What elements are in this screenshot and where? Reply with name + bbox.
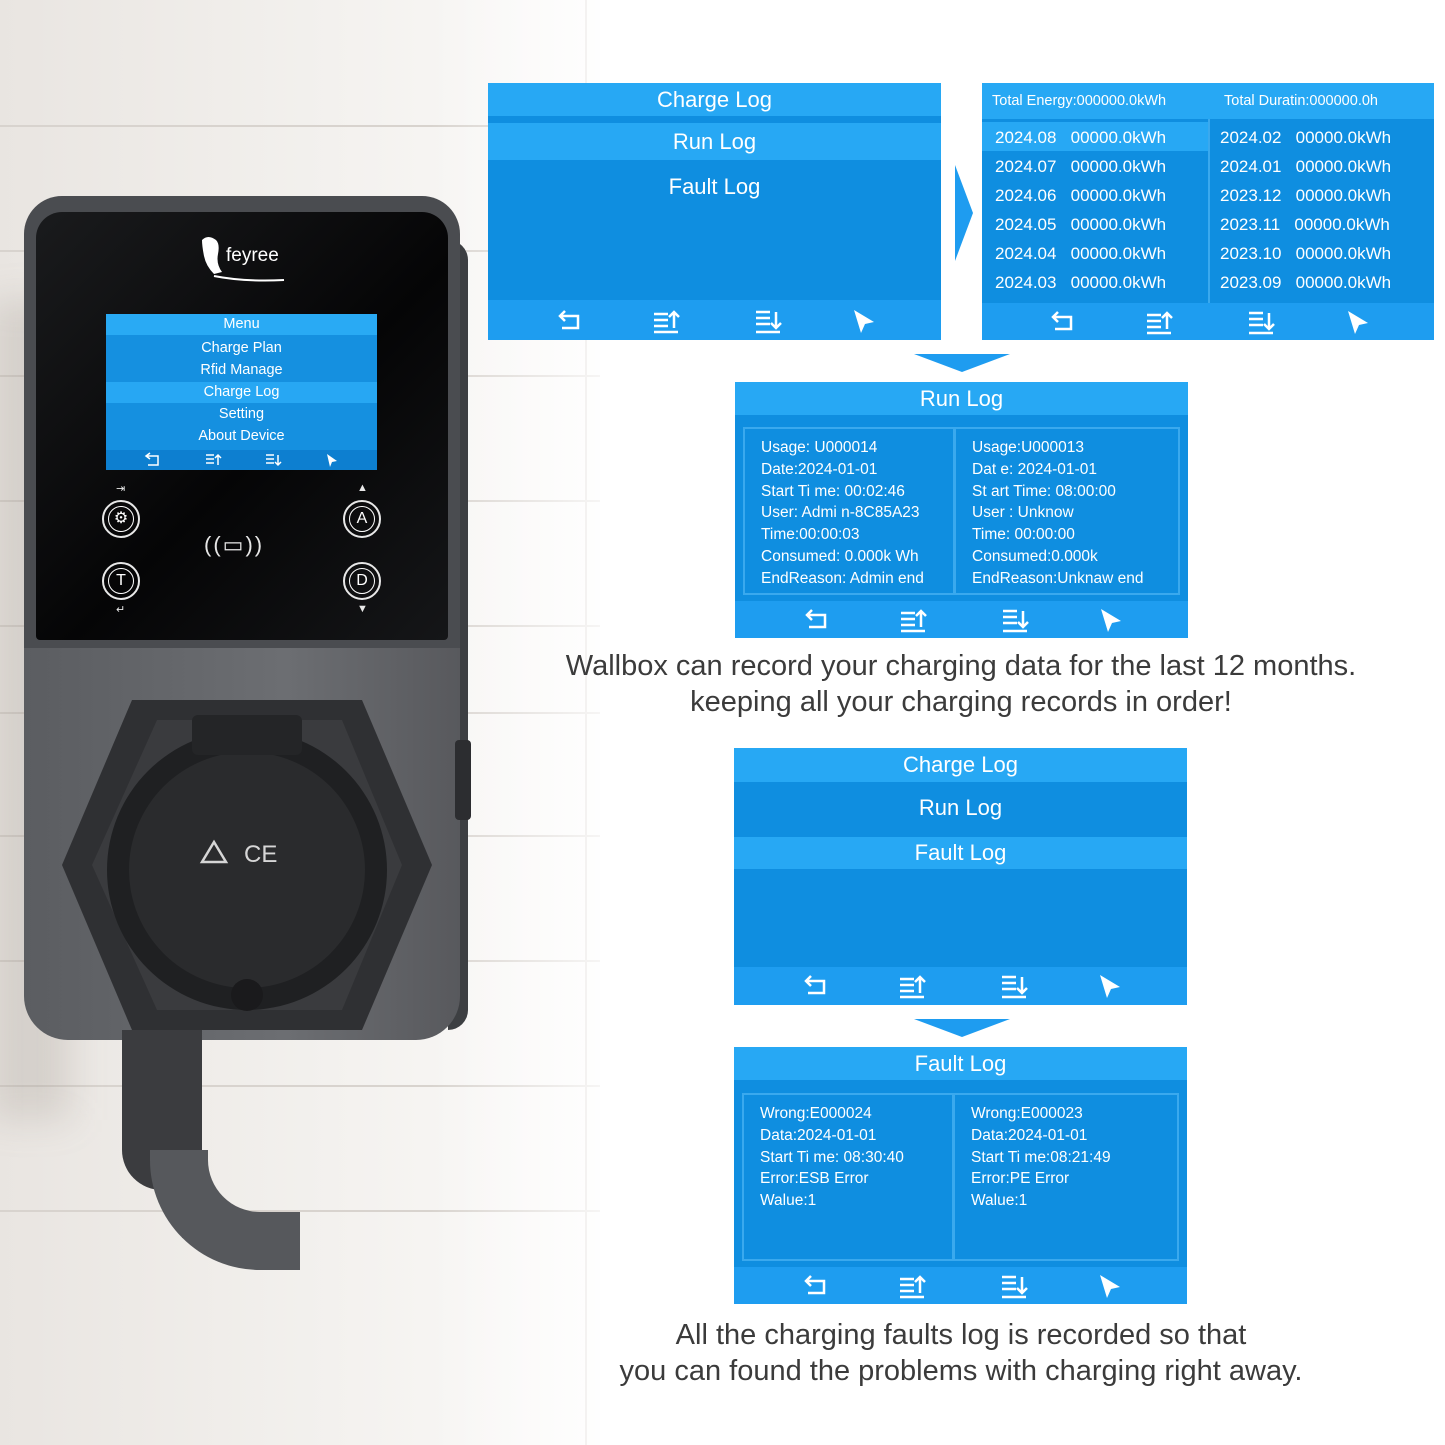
tile-line <box>0 1210 600 1212</box>
fault-log-title: Fault Log <box>734 1047 1187 1080</box>
exit-icon: ⇥ <box>116 483 126 495</box>
panel-footer-bar <box>734 967 1187 1005</box>
lcd-footer <box>106 450 377 470</box>
lcd-menu-item-selected[interactable]: Charge Log <box>106 382 377 403</box>
back-icon[interactable] <box>554 308 584 334</box>
rfid-card-icon: ((▭)) <box>204 532 265 557</box>
run-log-title: Run Log <box>735 382 1188 415</box>
back-icon[interactable] <box>1047 309 1077 335</box>
charge-log-header: Total Energy:000000.0kWh Total Duratin:0… <box>982 83 1434 119</box>
fault-log-entry-right[interactable]: Wrong:E000023 Data:2024-01-01 Start Ti m… <box>953 1093 1179 1261</box>
menu-item-run-log-selected[interactable]: Run Log <box>488 123 941 160</box>
charge-row[interactable]: 2024.03 00000.0kWh <box>995 273 1167 292</box>
charge-row[interactable]: 2023.12 00000.0kWh <box>1220 186 1392 205</box>
menu-item-fault-log[interactable]: Fault Log <box>668 174 761 199</box>
fault-log-entry-left[interactable]: Wrong:E000024 Data:2024-01-01 Start Ti m… <box>742 1093 954 1261</box>
panel-footer-bar <box>734 1267 1187 1304</box>
button-d[interactable]: D <box>343 562 381 600</box>
scroll-down-icon[interactable] <box>1001 607 1031 633</box>
settings-button[interactable]: ⚙ <box>102 500 140 538</box>
lcd-menu-item[interactable]: About Device <box>198 428 285 444</box>
select-arrow-icon[interactable] <box>1344 309 1374 335</box>
lcd-menu-item[interactable]: Charge Plan <box>201 340 282 356</box>
scroll-down-icon[interactable] <box>1000 1273 1030 1299</box>
tile-line <box>0 125 600 127</box>
down-arrow-icon: ▼ <box>357 603 368 615</box>
charge-row[interactable]: 2024.06 00000.0kWh <box>995 186 1167 205</box>
total-energy-label: Total Energy:000000.0kWh <box>992 93 1167 109</box>
button-d-label: D <box>349 568 375 594</box>
total-duration-label: Total Duratin:000000.0h <box>1224 93 1378 109</box>
scroll-up-icon[interactable] <box>652 308 682 334</box>
panel-footer-bar <box>488 300 941 340</box>
up-arrow-icon: ▲ <box>357 482 368 494</box>
charge-row[interactable]: 2024.08 00000.0kWh <box>995 128 1167 147</box>
selected-row-highlight <box>982 122 1208 151</box>
select-arrow-icon[interactable] <box>850 308 880 334</box>
lcd-footer-icons <box>144 452 337 467</box>
scroll-up-icon[interactable] <box>1145 309 1175 335</box>
brand-name: feyree <box>226 245 279 266</box>
flow-arrow-down <box>914 354 1010 372</box>
panel-footer-bar <box>982 303 1434 340</box>
button-t[interactable]: T <box>102 562 140 600</box>
back-icon[interactable] <box>801 607 831 633</box>
button-a-label: A <box>349 506 375 532</box>
lcd-menu-item[interactable]: Setting <box>218 406 265 422</box>
flow-arrow-down <box>914 1019 1010 1037</box>
charge-row[interactable]: 2024.01 00000.0kWh <box>1220 157 1392 176</box>
caption-fault-line1: All the charging faults log is recorded … <box>675 1319 1247 1351</box>
gear-icon: ⚙ <box>108 506 134 532</box>
menu-item-run-log[interactable]: Run Log <box>918 795 1003 820</box>
scroll-up-icon[interactable] <box>898 1273 928 1299</box>
menu-item-charge-log[interactable]: Charge Log <box>488 83 941 116</box>
caption-record-line1: Wallbox can record your charging data fo… <box>565 650 1357 682</box>
panel-footer-bar <box>735 601 1188 638</box>
scroll-down-icon[interactable] <box>1247 309 1277 335</box>
select-arrow-icon[interactable] <box>1097 607 1127 633</box>
charge-row[interactable]: 2024.07 00000.0kWh <box>995 157 1167 176</box>
back-icon[interactable] <box>800 1273 830 1299</box>
run-log-entry-right[interactable]: Usage:U000013 Dat e: 2024-01-01 St art T… <box>954 427 1180 595</box>
log-menu-panel: Charge Log Run Log Fault Log <box>488 83 941 340</box>
run-log-panel: Run Log Usage: U000014 Date:2024-01-01 S… <box>735 382 1188 638</box>
run-log-entry-left[interactable]: Usage: U000014 Date:2024-01-01 Start Ti … <box>743 427 955 595</box>
back-icon[interactable] <box>800 973 830 999</box>
button-t-label: T <box>108 568 134 594</box>
svg-text:CE: CE <box>244 841 277 868</box>
charge-log-panel: Total Energy:000000.0kWh Total Duratin:0… <box>982 83 1434 340</box>
device-lcd-screen: Menu Charge Plan Rfid Manage Charge Log … <box>106 314 377 470</box>
select-arrow-icon[interactable] <box>1096 1273 1126 1299</box>
log-menu-panel-fault: Charge Log Run Log Fault Log <box>734 748 1187 1005</box>
charge-row[interactable]: 2023.11 00000.0kWh <box>1220 215 1390 234</box>
menu-item-charge-log[interactable]: Charge Log <box>734 748 1187 782</box>
scroll-up-icon[interactable] <box>898 973 928 999</box>
charging-socket: CE <box>62 700 432 1030</box>
charge-row[interactable]: 2024.04 00000.0kWh <box>995 244 1167 263</box>
side-knob <box>455 740 471 820</box>
lcd-menu-item[interactable]: Rfid Manage <box>200 362 283 378</box>
button-a[interactable]: A <box>343 500 381 538</box>
charge-row[interactable]: 2024.05 00000.0kWh <box>995 215 1167 234</box>
caption-record-line2: keeping all your charging records in ord… <box>690 686 1232 718</box>
charge-row[interactable]: 2023.10 00000.0kWh <box>1220 244 1392 263</box>
lcd-menu-title: Menu <box>106 314 377 335</box>
scroll-down-icon[interactable] <box>754 308 784 334</box>
brand-logo-icon <box>196 232 296 284</box>
tile-line <box>0 1085 600 1087</box>
fault-log-panel: Fault Log Wrong:E000024 Data:2024-01-01 … <box>734 1047 1187 1304</box>
scroll-down-icon[interactable] <box>1000 973 1030 999</box>
scroll-up-icon[interactable] <box>899 607 929 633</box>
charge-row[interactable]: 2024.02 00000.0kWh <box>1220 128 1392 147</box>
charge-row[interactable]: 2023.09 00000.0kWh <box>1220 273 1392 292</box>
flow-arrow-right <box>955 165 973 261</box>
column-divider <box>1208 119 1210 303</box>
select-arrow-icon[interactable] <box>1096 973 1126 999</box>
enter-icon: ↵ <box>116 604 126 616</box>
caption-fault-line2: you can found the problems with charging… <box>619 1355 1303 1387</box>
menu-item-fault-log-selected[interactable]: Fault Log <box>734 837 1187 869</box>
